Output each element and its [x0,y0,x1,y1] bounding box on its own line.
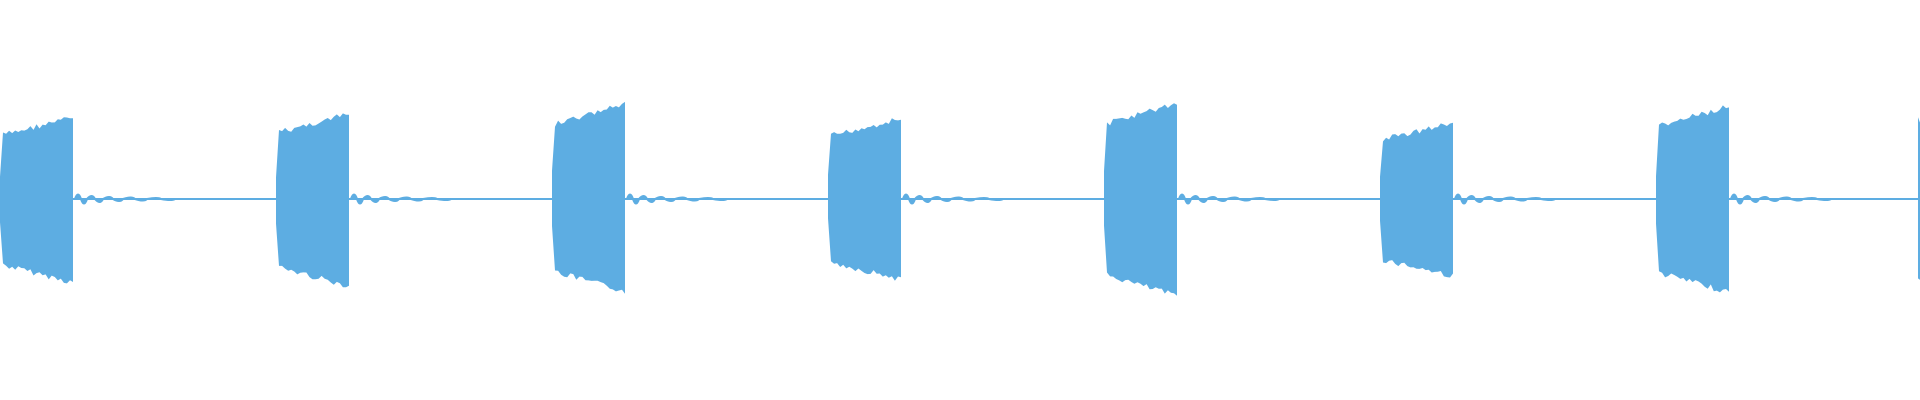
waveform-burst-1 [0,113,73,287]
waveform-burst-5 [1104,99,1177,300]
waveform-burst-6 [1380,119,1453,280]
waveform-burst-3 [552,100,625,296]
waveform-tail-1 [74,193,176,205]
waveform-burst-2 [276,110,349,290]
waveform-tail-2 [350,193,452,205]
waveform-burst-7 [1656,102,1729,297]
waveform-tail-6 [1454,193,1556,205]
waveform-tail-4 [902,193,1004,205]
waveform-tail-3 [626,193,728,205]
waveform-burst-4 [828,114,901,284]
waveform-bursts [0,99,1920,300]
waveform-tail-5 [1178,193,1280,205]
waveform-tail-7 [1730,193,1832,205]
